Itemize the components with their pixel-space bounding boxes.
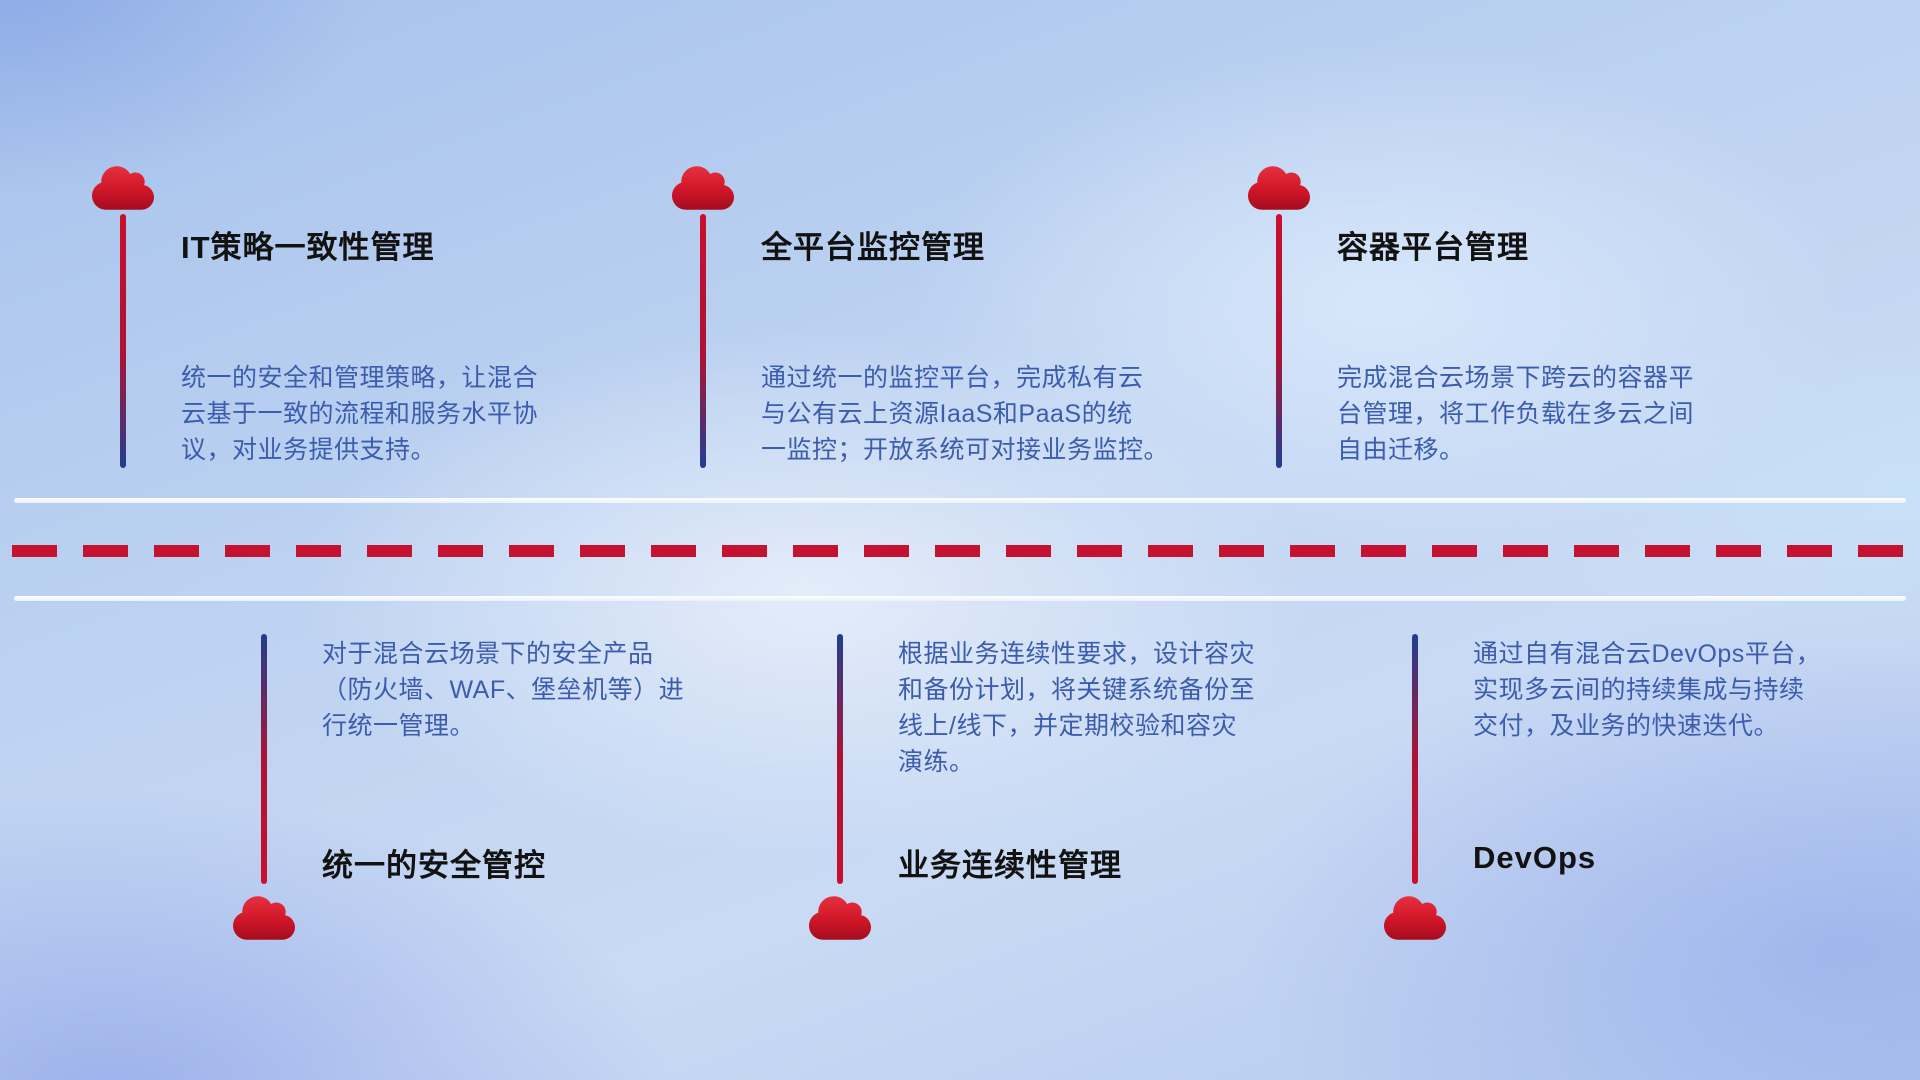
connector-line	[1276, 214, 1282, 468]
feature-title: IT策略一致性管理	[181, 230, 435, 265]
feature-title: 容器平台管理	[1337, 230, 1529, 265]
upper-white-rail	[14, 498, 1906, 503]
cloud-icon	[672, 166, 734, 210]
connector-line	[120, 214, 126, 468]
feature-title: 业务连续性管理	[898, 848, 1122, 883]
feature-description: 通过统一的监控平台，完成私有云 与公有云上资源IaaS和PaaS的统 一监控；开…	[761, 364, 1170, 464]
feature-title: 统一的安全管控	[322, 848, 546, 883]
cloud-icon	[1384, 896, 1446, 940]
feature-description: 统一的安全和管理策略，让混合 云基于一致的流程和服务水平协 议，对业务提供支持。	[181, 364, 539, 464]
lower-white-rail	[14, 596, 1906, 601]
feature-description: 完成混合云场景下跨云的容器平 台管理，将工作负载在多云之间 自由迁移。	[1337, 364, 1695, 464]
cloud-icon	[1248, 166, 1310, 210]
feature-card-it-policy: IT策略一致性管理 统一的安全和管理策略，让混合 云基于一致的流程和服务水平协 …	[92, 166, 592, 506]
cloud-icon	[92, 166, 154, 210]
feature-description: 根据业务连续性要求，设计容灾 和备份计划，将关键系统备份至 线上/线下，并定期校…	[898, 640, 1256, 776]
feature-card-container-platform: 容器平台管理 完成混合云场景下跨云的容器平 台管理，将工作负载在多云之间 自由迁…	[1248, 166, 1748, 506]
connector-line	[837, 634, 843, 884]
connector-line	[1412, 634, 1418, 884]
feature-description: 通过自有混合云DevOps平台， 实现多云间的持续集成与持续 交付，及业务的快速…	[1473, 640, 1822, 740]
feature-card-monitoring: 全平台监控管理 通过统一的监控平台，完成私有云 与公有云上资源IaaS和PaaS…	[672, 166, 1172, 506]
feature-card-business-continuity: 根据业务连续性要求，设计容灾 和备份计划，将关键系统备份至 线上/线下，并定期校…	[809, 634, 1309, 964]
dashed-red-timeline	[12, 545, 1908, 557]
feature-card-devops: 通过自有混合云DevOps平台， 实现多云间的持续集成与持续 交付，及业务的快速…	[1384, 634, 1884, 964]
feature-title: DevOps	[1473, 840, 1597, 875]
cloud-icon	[809, 896, 871, 940]
cloud-icon	[233, 896, 295, 940]
connector-line	[700, 214, 706, 468]
feature-description: 对于混合云场景下的安全产品 （防火墙、WAF、堡垒机等）进 行统一管理。	[322, 640, 685, 740]
feature-title: 全平台监控管理	[761, 230, 985, 265]
feature-card-security-control: 对于混合云场景下的安全产品 （防火墙、WAF、堡垒机等）进 行统一管理。 统一的…	[233, 634, 733, 964]
connector-line	[261, 634, 267, 884]
